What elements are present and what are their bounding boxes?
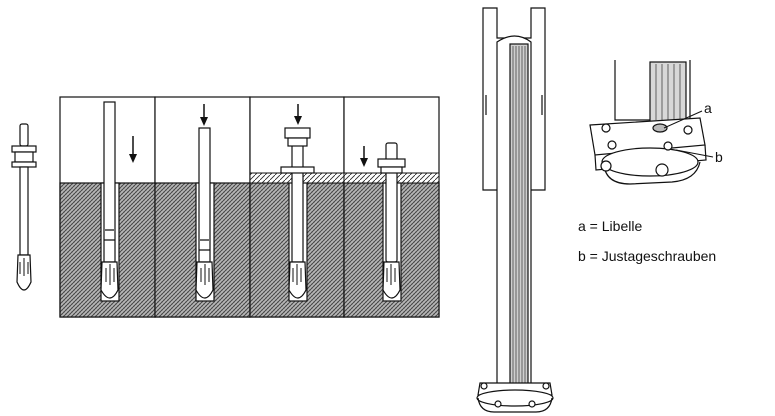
step-2-anchor [195,127,215,302]
step-3-fasten [280,127,315,302]
legend-key: b [578,248,586,264]
legend-separator: = [585,248,602,264]
step-2-arrow [200,104,208,126]
step-3-arrow [294,104,302,125]
legend-text: Justageschrauben [601,248,717,264]
legend-item-b: b = Justageschrauben [578,248,716,264]
callout-leaders [663,110,714,158]
legend-item-a: a = Libelle [578,218,642,234]
legend-separator: = [585,218,602,234]
step-1-drill [100,101,120,302]
step-4-arrow [360,146,368,167]
callout-a: a [704,100,712,116]
anchor-bolt-standalone [11,123,37,291]
base-plates [249,172,440,184]
legend-text: Libelle [601,218,643,234]
step-4-tightened [377,142,406,302]
mounting-column [476,7,554,413]
legend-key: a [578,218,586,234]
step-1-arrow [129,136,137,163]
callout-b: b [715,149,723,165]
base-detail [589,60,707,185]
